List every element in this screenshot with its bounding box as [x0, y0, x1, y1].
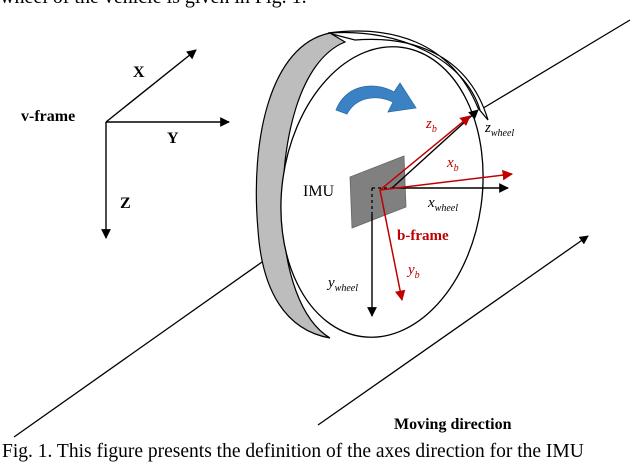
wheel-outer-arc: [329, 31, 481, 111]
moving-direction-label: Moving direction: [394, 416, 512, 433]
x-b-axis: [379, 169, 514, 191]
x-b-label: xb: [446, 155, 459, 174]
v-frame-y-label: Y: [167, 130, 179, 147]
b-frame-label: b-frame: [397, 228, 449, 244]
v-frame-x-label: X: [133, 64, 145, 81]
v-frame-x-axis: [105, 49, 197, 123]
z-b-axis: [379, 115, 471, 191]
header-text: wheel of the vehicle is given in Fig. 1.: [0, 0, 307, 9]
imu-label: IMU: [303, 183, 335, 200]
figure-caption: Fig. 1. This figure presents the definit…: [2, 441, 584, 462]
y-b-label: yb: [406, 262, 420, 281]
z-wheel-label: zwheel: [484, 120, 514, 139]
z-b-label: zb: [425, 116, 437, 135]
figure: v-frame X Y Z IMU b-frame zb xb yb zwhee…: [13, 19, 631, 438]
y-wheel-label: ywheel: [326, 275, 358, 294]
v-frame-label: v-frame: [21, 108, 75, 125]
road-line-left: [13, 261, 263, 438]
x-wheel-label: xwheel: [427, 195, 458, 214]
imu-box: [349, 155, 407, 229]
wheel-tire: [255, 32, 347, 339]
wheel-rim: [327, 30, 489, 121]
road-line-right-top: [479, 19, 631, 111]
v-frame-z-label: Z: [120, 195, 131, 212]
y-b-axis: [379, 189, 406, 302]
moving-direction-arrow: [317, 235, 589, 426]
rotation-arrow-icon: [335, 82, 417, 115]
